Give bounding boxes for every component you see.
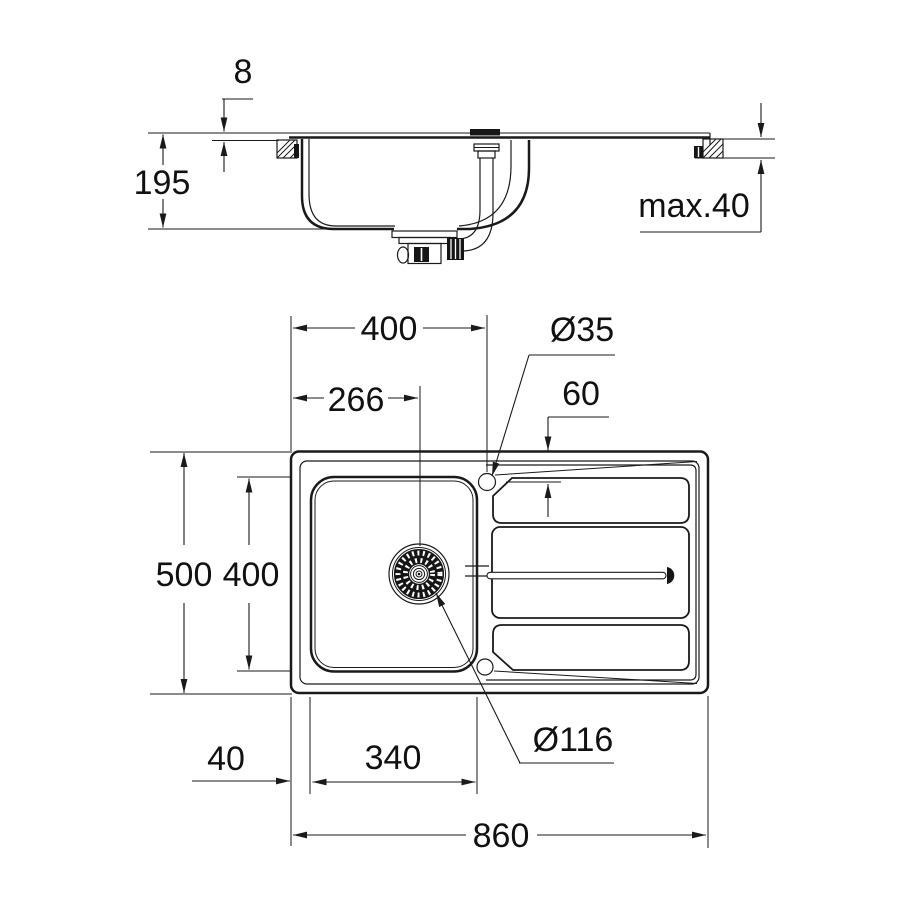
dim-drain-diameter: Ø116 — [435, 592, 614, 764]
dim-bowl-depth: 400 — [223, 478, 280, 670]
drainboard-slope-line-bottom — [493, 670, 698, 684]
bowl-outline — [309, 475, 479, 673]
dim-label-counter-thickness: max.40 — [638, 187, 750, 225]
countertop-section-right — [694, 138, 724, 159]
dim-label-drain-offset-x: 266 — [328, 381, 385, 419]
top-view: 400 266 Ø35 60 500 — [150, 310, 710, 855]
dim-rim-height: 8 — [220, 53, 253, 172]
dim-label-bowl-left-offset: 40 — [207, 740, 245, 778]
dim-label-drain-diameter: Ø116 — [533, 721, 614, 759]
dim-overall-width: 860 — [293, 817, 706, 855]
dim-label-bowl-depth: 400 — [223, 556, 280, 594]
dim-counter-thickness: max.40 — [638, 103, 765, 233]
faucet-hole-plug-cap — [470, 129, 500, 136]
dim-label-bowl-width: 340 — [365, 739, 422, 777]
overflow-pipe — [458, 129, 500, 252]
faucet-hole-top — [477, 472, 497, 492]
dim-faucet-hole-diameter: Ø35 — [491, 311, 615, 477]
dim-faucet-offset-y: 60 — [506, 375, 609, 517]
faucet-hole-bottom — [476, 658, 494, 676]
dim-faucet-offset-x: 400 — [293, 310, 485, 348]
groove-drain-notch — [667, 567, 675, 584]
drainboard-panels — [486, 461, 698, 684]
dim-label-faucet-offset-y: 60 — [562, 375, 600, 413]
drainboard-slope-line-top — [494, 461, 698, 476]
countertop-section-left — [276, 139, 299, 159]
dim-label-faucet-offset-x: 400 — [361, 310, 418, 348]
dim-label-faucet-hole-diameter: Ø35 — [550, 311, 614, 349]
drain-trap-assembly — [391, 230, 464, 265]
dim-label-overall-width: 860 — [473, 817, 530, 855]
side-view: 8 195 max.40 — [134, 53, 775, 265]
dim-overall-depth: 500 — [156, 453, 213, 693]
dim-label-rim-height: 8 — [234, 53, 253, 91]
dim-label-overall-depth: 500 — [156, 556, 213, 594]
drainboard-raised-edge — [486, 464, 697, 681]
drainboard-groove — [486, 571, 667, 580]
sink-rim-inner-edge — [299, 460, 700, 685]
dim-label-total-depth: 195 — [134, 164, 191, 202]
bowl-inner-radius-line — [314, 480, 474, 668]
dim-bowl-width: 340 — [312, 739, 476, 786]
dim-total-depth: 195 — [134, 134, 336, 230]
dim-drain-offset-x: 266 — [293, 381, 418, 419]
drain-strainer — [388, 543, 450, 605]
dim-bowl-left-offset: 40 — [192, 740, 290, 785]
